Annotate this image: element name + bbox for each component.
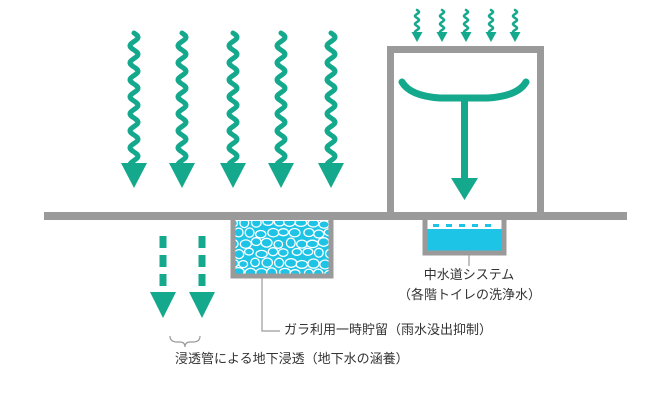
gravel-stone: [284, 258, 298, 268]
gravel-stone: [261, 257, 274, 268]
gravel-stone: [244, 227, 255, 238]
gravel-stone: [233, 266, 245, 275]
gravel-stone: [254, 229, 267, 239]
gravel-leader-line: [261, 276, 280, 332]
dashed-down-arrow-icon: [150, 236, 176, 318]
gravel-stone: [277, 248, 289, 258]
gravel-stone: [318, 221, 330, 229]
gravel-stone: [233, 248, 245, 260]
water-surface-ticks: [433, 224, 491, 227]
roof-rain-arrow-icon: [509, 8, 521, 42]
gravel-stone: [243, 247, 255, 256]
brace-icon: [169, 335, 201, 348]
gravel-stone: [296, 239, 308, 249]
gravel-stone: [285, 237, 296, 249]
rain-arrows-group: [121, 30, 344, 188]
rain-wavy-arrow-icon: [121, 30, 147, 188]
gravel-stone: [267, 227, 280, 238]
gravel-stone: [307, 221, 320, 228]
gravel-stone: [273, 257, 285, 269]
dashed-down-arrow-icon: [189, 236, 215, 318]
roof-rain-arrow-icon: [485, 8, 497, 42]
gravel-stone: [260, 237, 273, 248]
gravel-stone: [313, 229, 325, 239]
infiltration-label: 浸透管による地下浸透（地下水の涵養）: [175, 352, 409, 367]
gravel-stone: [302, 247, 314, 256]
gravel-storage-tank: [230, 220, 334, 279]
greywater-system-sublabel: （各階トイレの洗浄水）: [398, 288, 542, 303]
gravel-stone: [238, 259, 249, 269]
gravel-stone: [262, 221, 274, 227]
gravel-stone: [307, 258, 320, 269]
building-frame: [387, 46, 544, 214]
gravel-storage-label: ガラ利用一時貯留（雨水没出抑制）: [284, 323, 493, 338]
gravel-stone: [239, 239, 252, 249]
gravel-stone: [255, 249, 268, 259]
roof-rain-arrow-icon: [436, 8, 448, 42]
rain-wavy-arrow-icon: [169, 30, 195, 188]
gravel-stone: [250, 257, 261, 268]
roof-rain-arrows-group: [411, 8, 521, 42]
greywater-system-label: 中水道システム: [423, 268, 515, 283]
gravel-stones: [233, 221, 331, 275]
gravel-stone: [273, 239, 284, 249]
gravel-stone: [288, 227, 301, 238]
ground-line: [44, 212, 627, 220]
roof-rain-arrow-icon: [411, 8, 423, 42]
gravel-stone: [266, 267, 278, 275]
gravel-stone: [267, 247, 279, 257]
rain-wavy-arrow-icon: [268, 30, 294, 188]
gravel-stone: [294, 221, 308, 228]
t-shaped-rain-collector-icon: [398, 78, 530, 200]
gravel-stone: [250, 221, 262, 228]
roof-rain-arrow-icon: [460, 8, 472, 42]
infiltration-arrows-group: [150, 236, 215, 318]
gravel-stone: [295, 259, 309, 269]
gravel-stone: [250, 237, 262, 247]
rain-wavy-arrow-icon: [318, 30, 344, 188]
greywater-tank: [422, 220, 507, 256]
gravel-stone: [291, 247, 303, 256]
gravel-stone: [306, 239, 319, 249]
gravel-stone: [239, 221, 250, 229]
gravel-stone: [317, 237, 330, 247]
gravel-stone: [277, 228, 290, 237]
gravel-stone: [313, 247, 324, 258]
rain-wavy-arrow-icon: [220, 30, 246, 188]
gravel-stone: [303, 227, 315, 238]
